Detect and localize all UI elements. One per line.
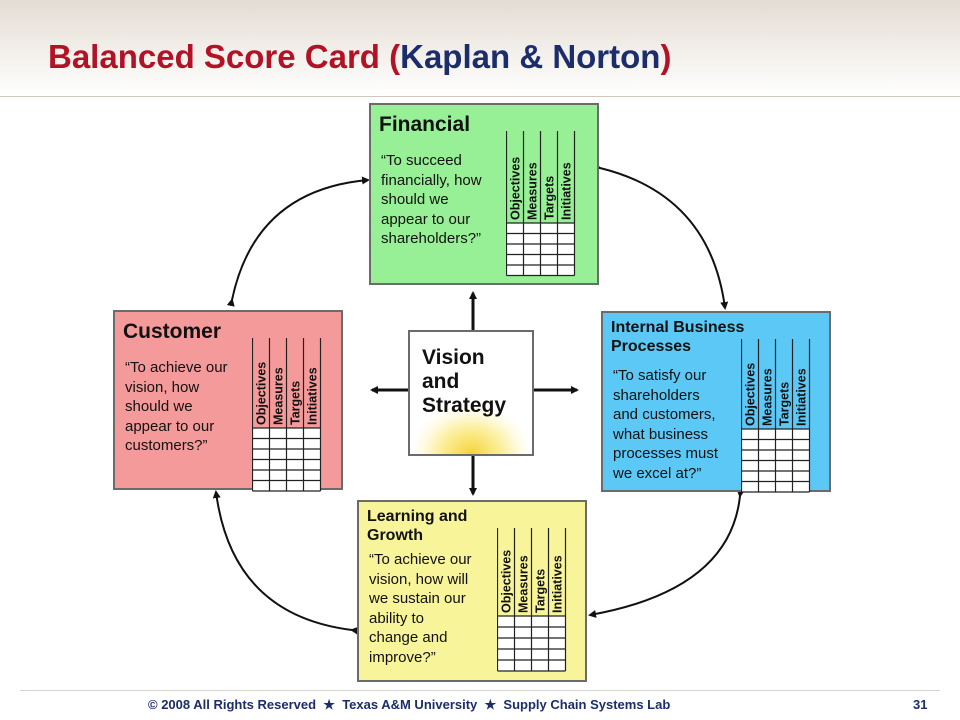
grid-header-label: Measures — [517, 555, 531, 613]
customer-box: Customer “To achieve our vision, how should… — [113, 310, 343, 492]
financial-question-line: “To succeed — [381, 152, 462, 169]
grid-header-label: Measures — [526, 162, 540, 220]
customer-question-line: customers?” — [125, 437, 208, 454]
title-authors: Kaplan & Norton — [400, 38, 661, 75]
title-main: Balanced Score Card ( — [48, 38, 401, 75]
learning-title-line: Learning and — [367, 508, 468, 525]
footer-university: Texas A&M University — [342, 697, 478, 712]
customer-title: Customer — [123, 320, 221, 344]
learning-title-line: Growth — [367, 527, 423, 544]
arrow-financial-to-internal — [593, 162, 729, 310]
title-close: ) — [660, 38, 672, 75]
learning-question: “To achieve our vision, how will we sustai… — [369, 550, 472, 667]
footer-lab: Supply Chain Systems Lab — [503, 697, 671, 712]
financial-question-line: shareholders?” — [381, 230, 482, 247]
arrow-internal-to-learning — [588, 489, 745, 618]
grid-header-label: Objectives — [500, 550, 514, 613]
grid-header-label: Objectives — [509, 157, 523, 220]
arrow-learning-to-customer — [212, 490, 359, 635]
learning-question-line: improve?” — [369, 648, 436, 666]
grid-header-label: Initiatives — [551, 555, 565, 613]
customer-question-line: “To achieve our — [125, 359, 228, 376]
footer-credits: © 2008 All Rights Reserved ★ Texas A&M U… — [148, 697, 670, 713]
internal-question-line: we excel at?” — [613, 464, 702, 482]
internal-title-line: Processes — [611, 338, 692, 355]
customer-question: “To achieve our vision, how should we appea… — [125, 358, 228, 456]
internal-question: “To satisfy our shareholders and customers… — [613, 366, 718, 483]
grid-header-label: Targets — [543, 176, 557, 220]
grid-header-label: Measures — [761, 368, 775, 426]
financial-box: Financial “To succeed financially, how shou… — [369, 103, 599, 285]
grid-header-label: Objectives — [255, 362, 269, 425]
grid-header-label: Initiatives — [795, 368, 809, 426]
customer-question-line: appear to our — [125, 417, 215, 435]
arrow-customer-to-financial — [226, 176, 370, 307]
slide-header: Balanced Score Card (Kaplan & Norton) — [0, 0, 960, 96]
financial-question-line: should we — [381, 191, 449, 208]
financial-title-line: Financial — [379, 113, 471, 136]
learning-question-line: ability to — [369, 609, 425, 627]
grid-header-label: Objectives — [744, 363, 758, 426]
vision-and-strategy-box: Vision and Strategy — [408, 330, 534, 456]
footer-divider — [20, 690, 940, 691]
grid-header-label: Initiatives — [306, 367, 320, 425]
customer-question-line: vision, how — [125, 378, 200, 396]
page-number: 31 — [913, 697, 928, 712]
vision-line: Strategy — [422, 394, 507, 417]
grid-header-label: Targets — [778, 382, 792, 426]
financial-question: “To succeed financially, how should we appe… — [381, 151, 482, 249]
learning-question-line: we sustain our — [369, 590, 466, 607]
internal-question-line: processes must — [613, 445, 719, 462]
learning-question-line: change and — [369, 629, 448, 646]
financial-question-line: financially, how — [381, 171, 482, 189]
grid-header-label: Targets — [534, 569, 548, 613]
vision-text: Vision and Strategy — [422, 346, 506, 418]
customer-question-line: should we — [125, 398, 193, 415]
financial-question-line: appear to our — [381, 210, 471, 228]
internal-question-line: and customers, — [613, 406, 716, 423]
grid-header-label: Targets — [289, 381, 303, 425]
learning-question-line: vision, how will — [369, 570, 469, 588]
internal-question-line: “To satisfy our — [613, 367, 707, 384]
vision-line: Vision — [422, 346, 485, 369]
learning-question-line: “To achieve our — [369, 551, 472, 568]
grid-header-label: Measures — [272, 367, 286, 425]
internal-question-line: shareholders — [613, 386, 700, 404]
financial-title: Financial — [379, 113, 470, 137]
customer-title-line: Customer — [123, 320, 222, 343]
star-icon: ★ — [323, 697, 335, 712]
header-divider — [0, 96, 960, 97]
internal-question-line: what business — [613, 425, 709, 443]
grid-header-label: Initiatives — [560, 162, 574, 220]
star-icon: ★ — [484, 697, 497, 712]
slide-title: Balanced Score Card (Kaplan & Norton) — [48, 38, 671, 76]
internal-title-line: Internal Business — [611, 319, 745, 336]
vision-line: and — [422, 370, 460, 393]
footer-copyright: © 2008 All Rights Reserved — [148, 697, 317, 712]
